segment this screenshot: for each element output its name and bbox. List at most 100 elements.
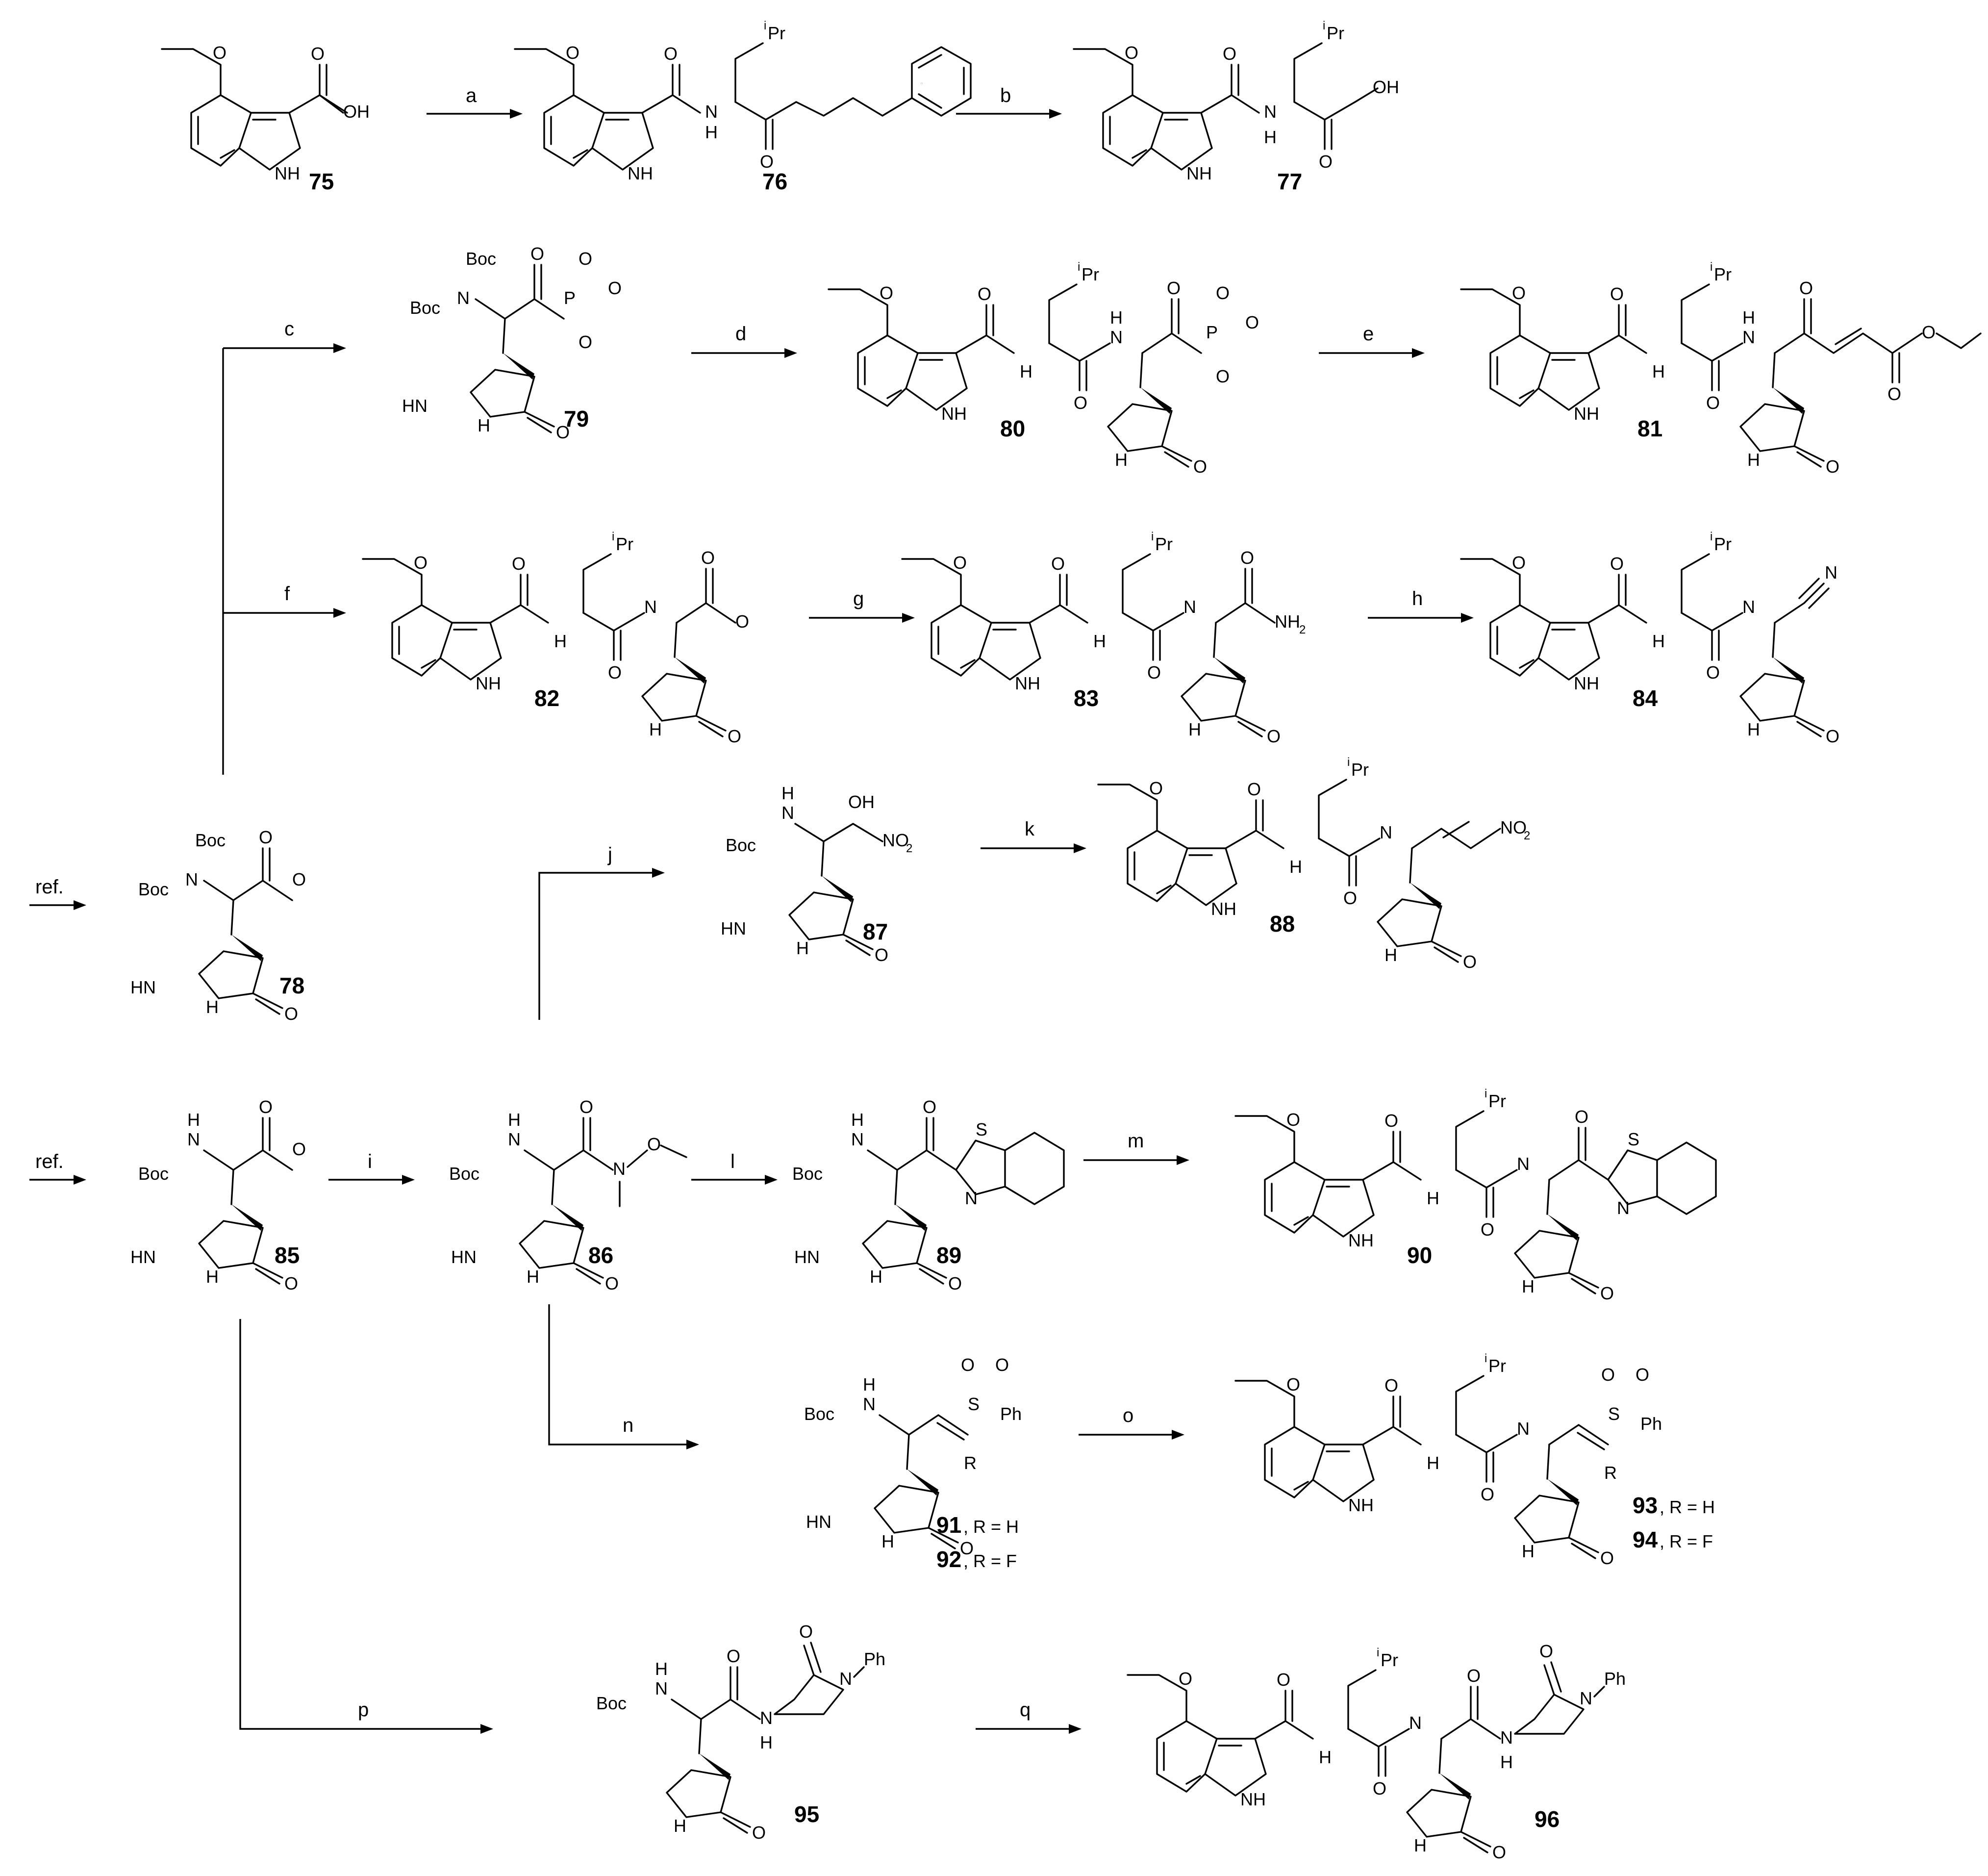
c91-h: H	[863, 1374, 876, 1394]
step-label-q: q	[1020, 1699, 1031, 1721]
compound-88: H N NO 2 88	[1097, 755, 1530, 973]
c80-ome-2: O	[1216, 366, 1230, 386]
c96-h: H	[1319, 1747, 1332, 1767]
c80-po: O	[1216, 283, 1230, 303]
c78-o1: O	[259, 827, 273, 847]
compound-number-96: 96	[1535, 1806, 1560, 1832]
c96-azetidinone-n: N	[1580, 1688, 1592, 1708]
c77-n: N	[1264, 101, 1277, 122]
step-label-j: j	[607, 844, 612, 865]
c87-hn: HN	[721, 918, 746, 938]
c81-ether-o: O	[1922, 322, 1936, 342]
c88-no2: NO	[1500, 817, 1527, 837]
c81-n: N	[1742, 327, 1755, 347]
c85-o1: O	[259, 1097, 273, 1117]
compound-78: Boc Boc N O O HN 78	[130, 827, 306, 1025]
c86-o1: O	[579, 1097, 593, 1117]
c91-s: S	[968, 1394, 980, 1414]
c79-ome-2: O	[579, 332, 592, 352]
arrow-i: i	[328, 1151, 415, 1185]
step-label-i: i	[368, 1151, 372, 1172]
compound-number-85: 85	[275, 1242, 300, 1268]
c77-h: H	[1264, 127, 1277, 147]
r-note-93: , R = H	[1660, 1497, 1715, 1517]
c86-boc: Boc	[449, 1164, 479, 1184]
compound-number-89: 89	[936, 1242, 961, 1268]
branch-line-c-f: c f	[222, 318, 346, 775]
step-label-l: l	[730, 1151, 735, 1172]
c79-ome-1: O	[608, 278, 622, 298]
c96-lactam-o: O	[1539, 1641, 1553, 1661]
c81-h: H	[1742, 307, 1755, 328]
c85-hn: HN	[130, 1247, 156, 1267]
c87-boc: Boc	[726, 835, 756, 855]
compound-86: H N Boc O N O HN 86	[449, 1097, 687, 1294]
c86-n-weinreb: N	[613, 1159, 626, 1179]
arrow-a: a	[427, 85, 523, 119]
c80-h: H	[1110, 307, 1123, 328]
c96-ph: Ph	[1604, 1669, 1626, 1689]
step-label-e: e	[1363, 323, 1374, 345]
c89-n: N	[851, 1129, 864, 1149]
compound-number-91: 91	[936, 1512, 961, 1538]
c95-lactam-o: O	[799, 1622, 813, 1642]
c86-o2: O	[647, 1134, 661, 1154]
arrow-d: d	[691, 323, 797, 358]
r-note-92: , R = F	[963, 1551, 1017, 1571]
compound-87: H N Boc OH NO 2 HN 87	[721, 783, 912, 966]
c90-s: S	[1628, 1129, 1639, 1149]
arrow-e: e	[1319, 323, 1425, 358]
c91-so-1: O	[961, 1355, 975, 1375]
c76-h: H	[705, 122, 718, 142]
c81-ketone-o: O	[1799, 278, 1813, 298]
c89-boc: Boc	[792, 1164, 823, 1184]
c83-nh2: NH	[1275, 611, 1300, 632]
c88-h: H	[1289, 857, 1302, 877]
step-label-f: f	[284, 583, 290, 605]
c91-so-2: O	[995, 1355, 1009, 1375]
c96-o: O	[1467, 1666, 1481, 1686]
c88-n: N	[1380, 822, 1392, 842]
step-label-m: m	[1128, 1130, 1144, 1152]
c89-o: O	[923, 1097, 936, 1117]
compound-number-90: 90	[1407, 1242, 1432, 1268]
c90-o: O	[1575, 1107, 1588, 1127]
compound-number-86: 86	[588, 1242, 613, 1268]
arrow-ref-1: ref.	[29, 876, 86, 910]
arrow-g: g	[809, 588, 915, 623]
c93-r: R	[1604, 1463, 1617, 1483]
c89-s: S	[976, 1119, 987, 1140]
compound-number-93: 93	[1633, 1493, 1658, 1518]
c86-h: H	[508, 1110, 521, 1130]
compound-91-92: H N Boc S O O Ph R HN 91 , R = H 92 , R …	[804, 1355, 1022, 1572]
c96-amide-h: H	[1500, 1752, 1513, 1772]
c82-h: H	[554, 631, 567, 651]
c95-h: H	[655, 1659, 668, 1679]
c75-oh: OH	[343, 101, 370, 122]
c80-ome-1: O	[1245, 312, 1259, 332]
c95-azetidinone-n: N	[839, 1669, 852, 1689]
compound-number-78: 78	[279, 973, 304, 998]
compound-number-92: 92	[936, 1546, 961, 1572]
c87-n: N	[781, 803, 794, 823]
c83-n: N	[1183, 597, 1196, 617]
compound-number-87: 87	[863, 919, 888, 944]
c95-o: O	[727, 1646, 740, 1666]
c81-ester-o: O	[1887, 384, 1901, 404]
c76-nh: N	[705, 101, 718, 122]
compound-number-82: 82	[534, 685, 559, 711]
arrow-q: q	[976, 1699, 1082, 1734]
c78-hn: HN	[130, 977, 156, 997]
c95-ph: Ph	[864, 1649, 885, 1669]
r-note-91: , R = H	[963, 1517, 1019, 1537]
c89-hn: HN	[794, 1247, 820, 1267]
c93-n: N	[1517, 1419, 1530, 1439]
c93-h: H	[1427, 1453, 1439, 1473]
c85-n: N	[187, 1129, 200, 1149]
c78-boc-2: Boc	[138, 879, 169, 899]
c85-h: H	[187, 1110, 200, 1130]
step-label-b: b	[1000, 85, 1011, 106]
c77-oh: OH	[1373, 77, 1399, 97]
compound-80: H H N O P O O O 80	[828, 259, 1259, 478]
c95-n: N	[655, 1678, 668, 1699]
